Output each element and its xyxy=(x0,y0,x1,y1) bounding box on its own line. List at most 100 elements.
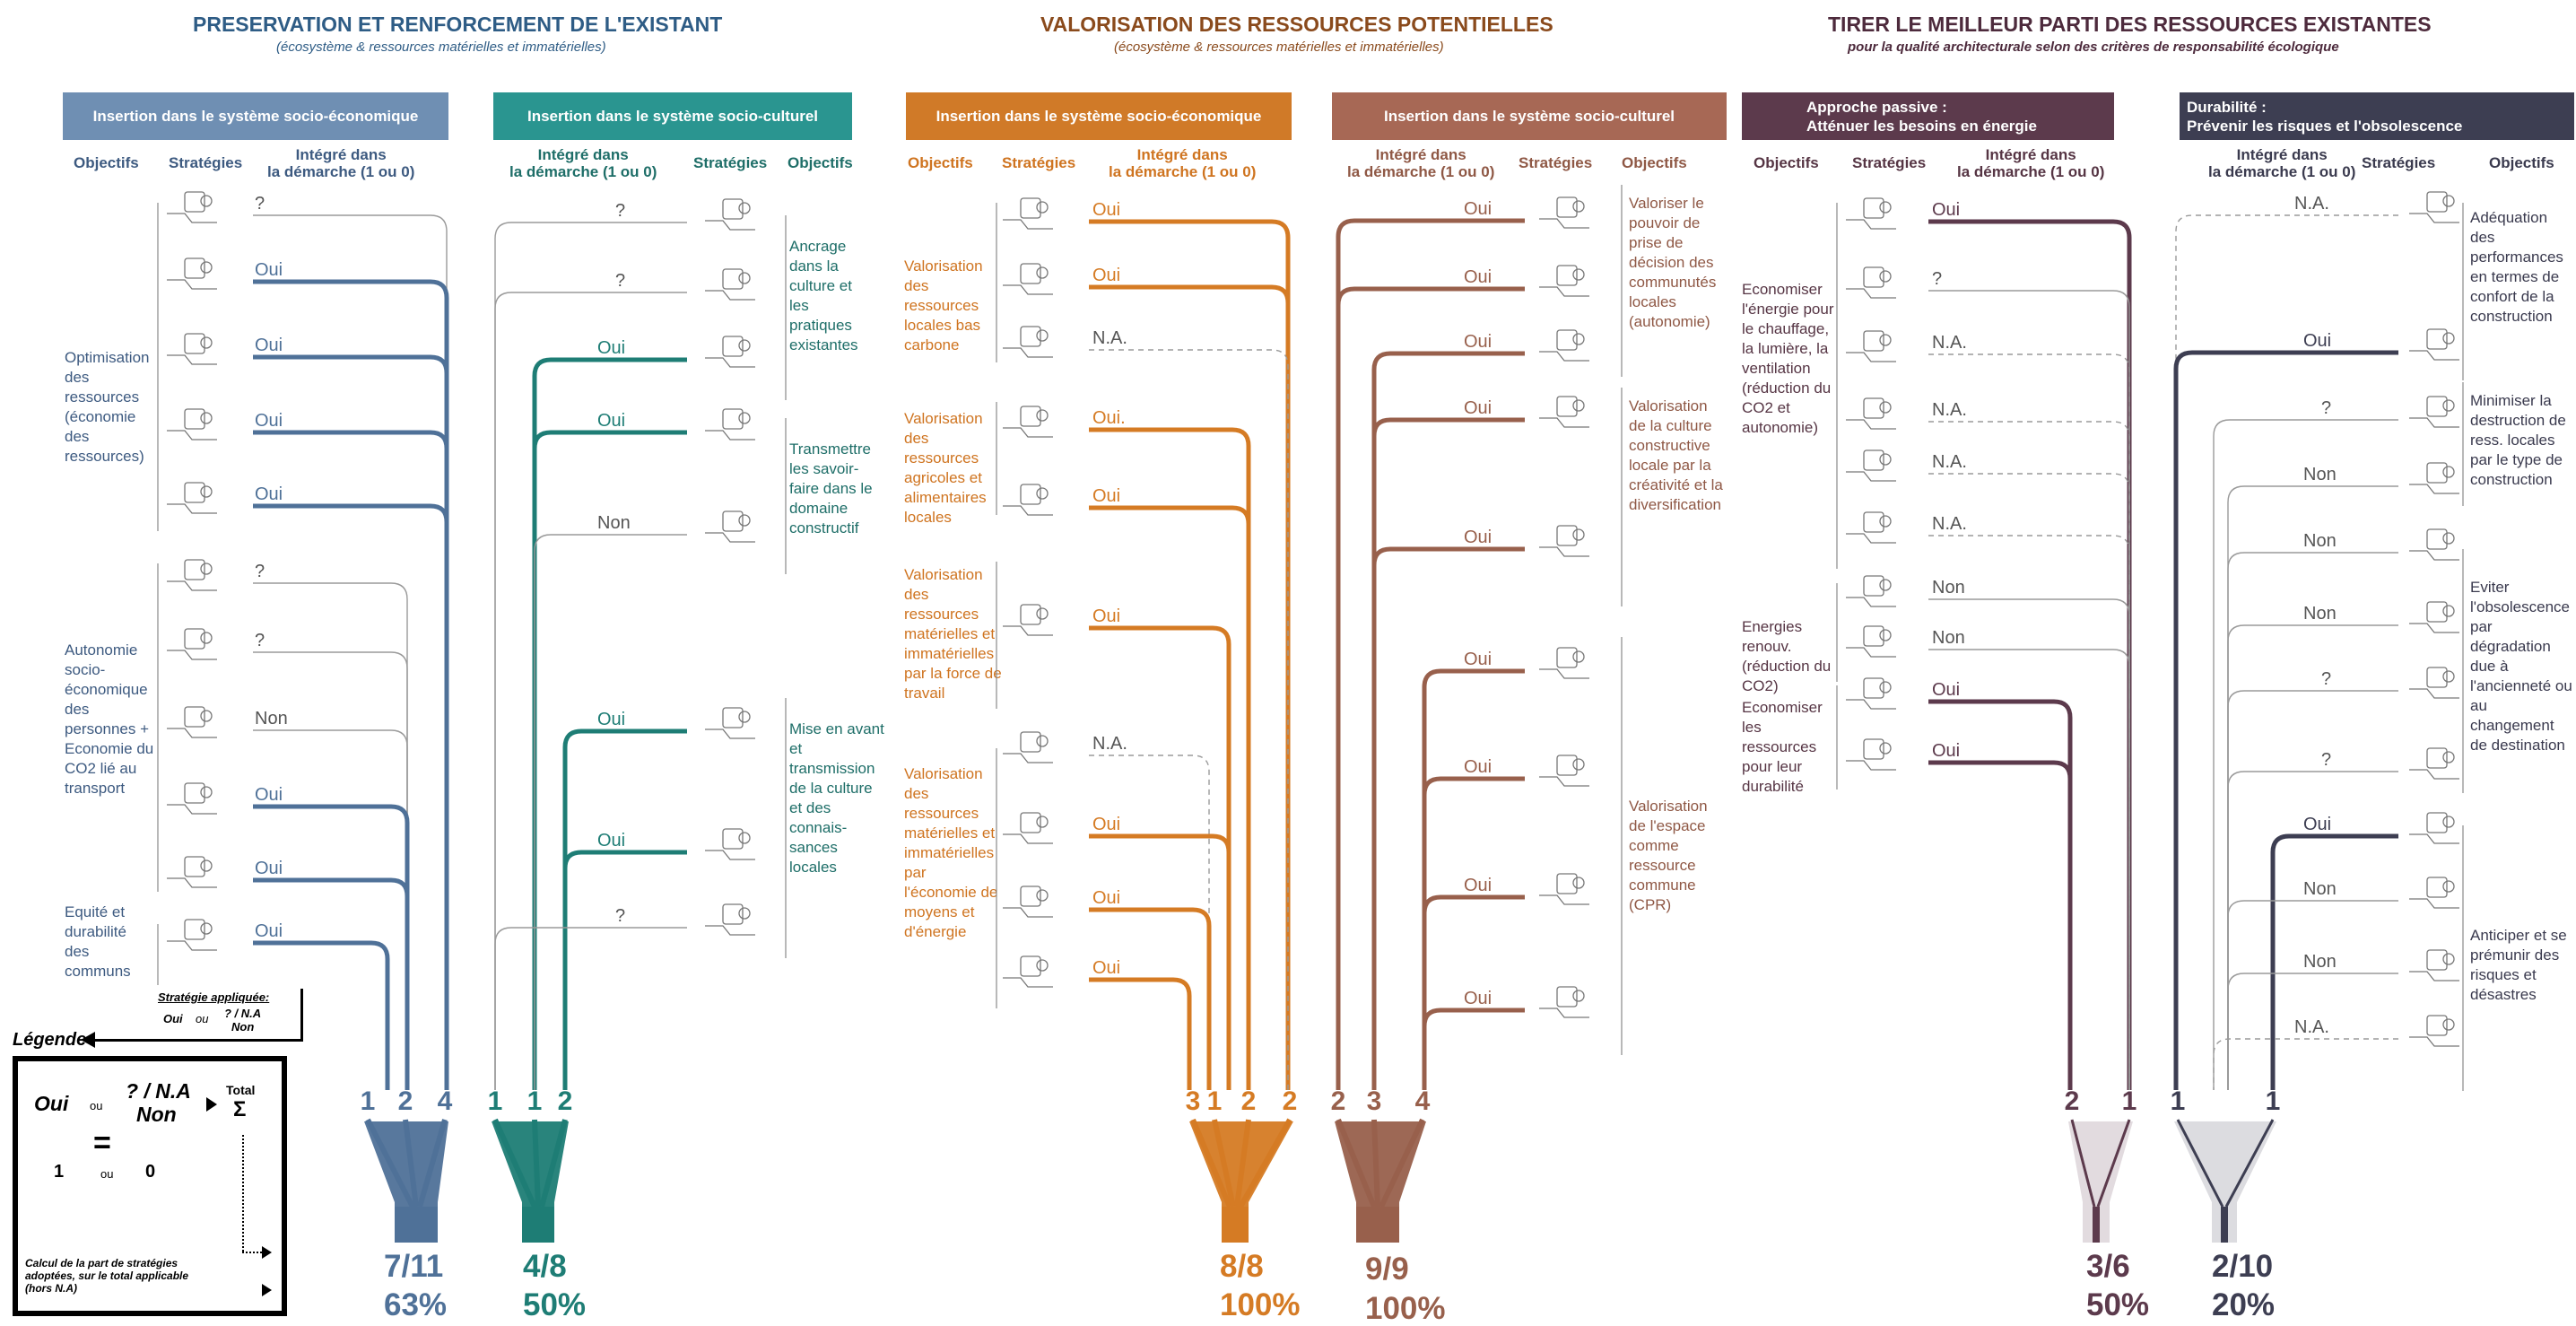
legend-box: Oui ou ? / N.A Non Total Σ = 1 ou 0 Calc… xyxy=(13,1056,287,1316)
g6-funnel-line-0 xyxy=(2176,1119,2224,1208)
total-percent-g2: 50% xyxy=(523,1287,587,1322)
g5-wire-0 xyxy=(1928,219,2132,1090)
g1-wire-5 xyxy=(253,582,408,1090)
g1-answer-1: Oui xyxy=(255,260,283,280)
g4-count-2: 4 xyxy=(1414,1086,1431,1116)
g5-answer-5: N.A. xyxy=(1932,514,1967,534)
g5-wire-5 xyxy=(1928,535,2130,1090)
g4-wire-1 xyxy=(1336,286,1525,1090)
g6-answer-8: Oui xyxy=(2303,815,2332,834)
g1-answer-4: Oui xyxy=(255,484,283,504)
g4-count-0: 2 xyxy=(1330,1086,1346,1116)
g3-answer-3: Oui. xyxy=(1092,408,1126,428)
g6-strategy-icon-6 xyxy=(2409,667,2459,699)
g5-wire-9 xyxy=(1928,760,2073,1090)
g3-count-3: 2 xyxy=(1282,1086,1298,1116)
g3-answer-2: N.A. xyxy=(1092,328,1127,348)
g1-strategy-icon-4 xyxy=(167,482,217,514)
total-fraction-g4: 9/9 xyxy=(1365,1252,1409,1287)
g3-wire-0 xyxy=(1089,219,1291,1090)
g5-strategy-icon-5 xyxy=(1846,511,1896,544)
g4-wire-4 xyxy=(1371,546,1525,1090)
objective-g3-3: Valorisation des ressources matérielles … xyxy=(904,765,998,940)
g1-wire-9 xyxy=(253,877,410,1090)
g6-answer-2: ? xyxy=(2321,398,2332,418)
legend-total: Total xyxy=(226,1083,256,1097)
g2-answer-7: ? xyxy=(615,906,626,926)
objective-g5-1: Energies renouv. (réduction du CO2) xyxy=(1742,618,1832,694)
colh-objectifs-6: Objectifs xyxy=(2489,154,2554,171)
g3-strategy-icon-1 xyxy=(1003,263,1053,295)
g4-strategy-icon-3 xyxy=(1539,396,1589,428)
g3-funnel-line-1 xyxy=(1212,1119,1236,1208)
g1-strategy-icon-5 xyxy=(167,559,217,591)
g5-answer-3: N.A. xyxy=(1932,400,1967,420)
objective-g6-1: Minimiser la destruction de ress. locale… xyxy=(2470,392,2566,488)
g6-strategy-icon-2 xyxy=(2409,396,2459,428)
g3-wire-7 xyxy=(1089,833,1231,1090)
legend-ou: ou xyxy=(90,1099,103,1112)
g5-strategy-icon-6 xyxy=(1846,575,1896,607)
g4-wire-0 xyxy=(1336,218,1525,1090)
g1-answer-6: ? xyxy=(255,631,265,650)
g6-strategy-icon-4 xyxy=(2409,528,2459,561)
g4-answer-1: Oui xyxy=(1464,267,1493,287)
g3-strategy-icon-6 xyxy=(1003,731,1053,763)
colh-strategies-1: Stratégies xyxy=(169,154,243,171)
g2-funnel-line-1 xyxy=(532,1119,541,1208)
g5-answer-4: N.A. xyxy=(1932,452,1967,472)
band-socio-economique-1: Insertion dans le système socio-économiq… xyxy=(63,92,448,140)
g1-wire-7 xyxy=(253,729,408,1090)
legend-applied-ou: ou xyxy=(196,1012,209,1025)
band-durabilite: Durabilité :Prévenir les risques et l'ob… xyxy=(2180,92,2574,140)
g3-wire-2 xyxy=(1089,349,1289,1090)
g5-strategy-icon-0 xyxy=(1846,197,1896,230)
objective-g6-0: Adéquation des performances en termes de… xyxy=(2470,209,2563,325)
legend-applied-alt2: Non xyxy=(231,1020,255,1034)
legend-ou2: ou xyxy=(100,1167,114,1181)
g2-strategy-icon-3 xyxy=(705,408,755,441)
g6-wire-7 xyxy=(2227,771,2398,1090)
g3-strategy-icon-7 xyxy=(1003,812,1053,844)
total-percent-g6: 20% xyxy=(2212,1287,2276,1322)
g6-funnel-line-1 xyxy=(2224,1119,2275,1208)
header-subtitle-tirer: pour la qualité architecturale selon des… xyxy=(1848,39,2339,55)
g6-wire-5 xyxy=(2227,624,2398,1090)
g3-answer-9: Oui xyxy=(1092,958,1121,978)
g3-wire-1 xyxy=(1089,284,1291,1090)
g4-wire-6 xyxy=(1422,776,1525,1090)
g1-wire-0 xyxy=(253,214,448,1090)
colh-objectifs-2: Objectifs xyxy=(788,154,853,171)
g6-answer-10: Non xyxy=(2303,952,2337,972)
g2-count-2: 2 xyxy=(557,1086,573,1116)
objective-g1-0: Optimisation des ressources (économie de… xyxy=(65,349,150,465)
g4-strategy-icon-1 xyxy=(1539,265,1589,297)
g3-strategy-icon-0 xyxy=(1003,197,1053,230)
g5-wire-4 xyxy=(1928,473,2130,1090)
g4-funnel-line-2 xyxy=(1379,1118,1425,1208)
g4-answer-8: Oui xyxy=(1464,989,1493,1008)
g4-wire-2 xyxy=(1371,351,1525,1090)
g3-answer-0: Oui xyxy=(1092,200,1121,220)
g3-strategy-icon-9 xyxy=(1003,955,1053,988)
g2-wire-1 xyxy=(494,292,687,1090)
g6-funnel xyxy=(2174,1121,2276,1243)
g3-answer-8: Oui xyxy=(1092,888,1121,908)
g2-strategy-icon-1 xyxy=(705,268,755,301)
g3-answer-7: Oui xyxy=(1092,815,1121,834)
g1-wire-6 xyxy=(253,651,408,1090)
g6-answer-6: ? xyxy=(2321,669,2332,689)
total-fraction-g2: 4/8 xyxy=(523,1249,567,1284)
header-title-tirer: TIRER LE MEILLEUR PARTI DES RESSOURCES E… xyxy=(1828,13,2432,36)
g2-wire-4 xyxy=(534,534,687,1090)
g6-wire-0 xyxy=(2175,214,2398,1090)
g5-strategy-icon-3 xyxy=(1846,397,1896,430)
colh-objectifs-5: Objectifs xyxy=(1754,154,1819,171)
g1-wire-4 xyxy=(253,503,449,1090)
g3-wire-8 xyxy=(1089,907,1212,1090)
objective-g5-0: Economiser l'énergie pour le chauffage, … xyxy=(1742,281,1834,436)
legend-zero: 0 xyxy=(145,1162,156,1182)
g3-wire-6 xyxy=(1089,755,1210,1090)
g2-funnel-line-2 xyxy=(539,1119,568,1208)
